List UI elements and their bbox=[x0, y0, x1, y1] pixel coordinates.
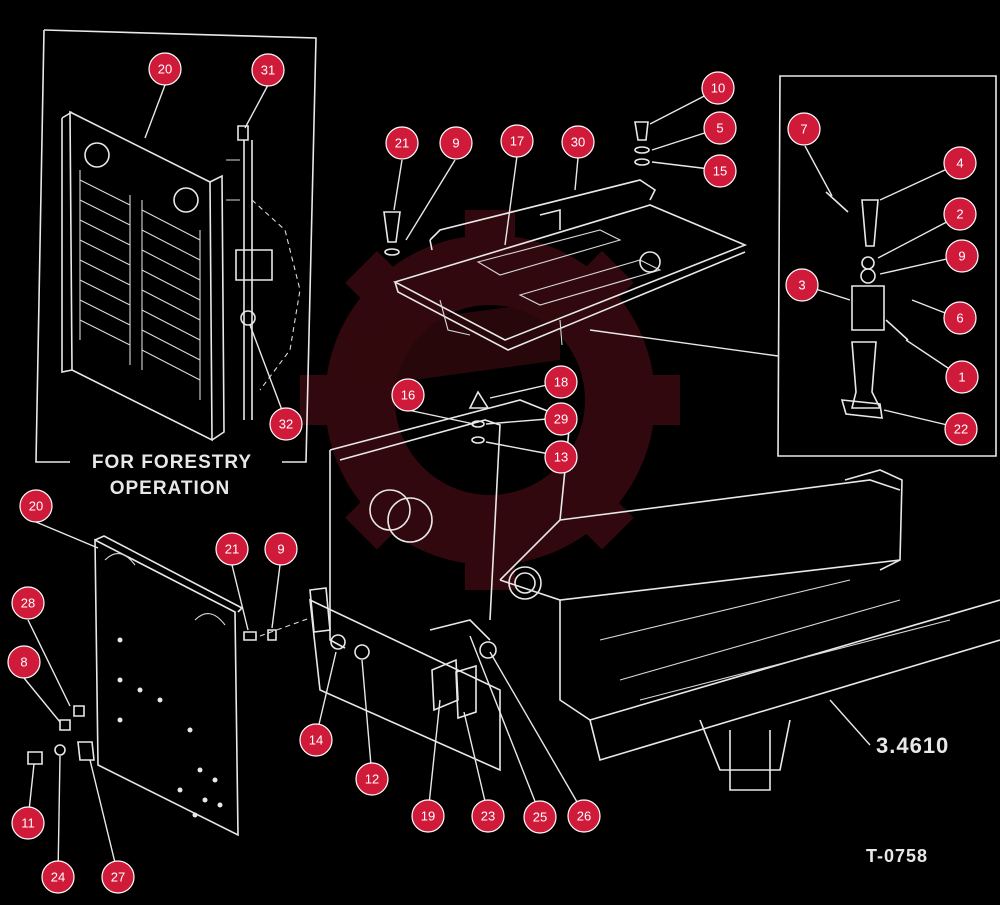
svg-text:20: 20 bbox=[158, 62, 172, 77]
callout-20-panel[interactable]: 20 bbox=[19, 489, 53, 523]
callout-4[interactable]: 4 bbox=[943, 146, 977, 180]
upper-plate-assembly bbox=[383, 121, 779, 357]
svg-text:31: 31 bbox=[261, 63, 275, 78]
svg-text:15: 15 bbox=[713, 164, 727, 179]
callout-27[interactable]: 27 bbox=[101, 860, 135, 894]
callout-32[interactable]: 32 bbox=[269, 407, 303, 441]
callout-7[interactable]: 7 bbox=[787, 112, 821, 146]
svg-text:9: 9 bbox=[277, 542, 284, 557]
svg-text:24: 24 bbox=[51, 870, 65, 885]
svg-text:5: 5 bbox=[716, 121, 723, 136]
callout-23[interactable]: 23 bbox=[471, 799, 505, 833]
callout-18[interactable]: 18 bbox=[544, 365, 578, 399]
svg-text:9: 9 bbox=[958, 249, 965, 264]
forestry-caption-line1: FOR FORESTRY bbox=[92, 452, 252, 473]
svg-text:7: 7 bbox=[800, 122, 807, 137]
svg-text:12: 12 bbox=[365, 772, 379, 787]
svg-text:18: 18 bbox=[554, 375, 568, 390]
svg-text:3: 3 bbox=[798, 278, 805, 293]
callout-6[interactable]: 6 bbox=[943, 301, 977, 335]
callout-3[interactable]: 3 bbox=[785, 268, 819, 302]
svg-text:27: 27 bbox=[111, 870, 125, 885]
drawing-number-label: T-0758 bbox=[866, 846, 928, 866]
figure-reference-label: 3.4610 bbox=[876, 733, 949, 758]
callout-16[interactable]: 16 bbox=[391, 378, 425, 412]
svg-text:23: 23 bbox=[481, 809, 495, 824]
svg-text:4: 4 bbox=[956, 156, 963, 171]
svg-text:19: 19 bbox=[421, 809, 435, 824]
svg-text:8: 8 bbox=[20, 655, 27, 670]
svg-text:25: 25 bbox=[533, 810, 547, 825]
callout-2[interactable]: 2 bbox=[943, 197, 977, 231]
side-panel bbox=[27, 535, 311, 837]
callout-29[interactable]: 29 bbox=[544, 402, 578, 436]
callout-21-top[interactable]: 21 bbox=[385, 126, 419, 160]
callout-28[interactable]: 28 bbox=[11, 586, 45, 620]
svg-text:10: 10 bbox=[711, 81, 725, 96]
callout-25[interactable]: 25 bbox=[523, 800, 557, 834]
svg-text:2: 2 bbox=[956, 207, 963, 222]
watermark-gear-icon bbox=[300, 210, 680, 590]
svg-text:9: 9 bbox=[452, 136, 459, 151]
callout-30[interactable]: 30 bbox=[561, 125, 595, 159]
svg-text:20: 20 bbox=[29, 499, 43, 514]
callout-21-panel[interactable]: 21 bbox=[215, 532, 249, 566]
callout-11[interactable]: 11 bbox=[11, 806, 45, 840]
svg-text:21: 21 bbox=[225, 542, 239, 557]
svg-text:11: 11 bbox=[21, 816, 35, 831]
callout-17[interactable]: 17 bbox=[500, 124, 534, 158]
svg-text:30: 30 bbox=[571, 135, 585, 150]
callout-8[interactable]: 8 bbox=[7, 645, 41, 679]
svg-text:32: 32 bbox=[279, 417, 293, 432]
pin-assembly-inset bbox=[777, 75, 997, 457]
callout-13[interactable]: 13 bbox=[544, 440, 578, 474]
callout-9-panel[interactable]: 9 bbox=[264, 532, 298, 566]
forestry-inset-frame bbox=[35, 29, 317, 463]
callout-9-inset[interactable]: 9 bbox=[945, 239, 979, 273]
svg-text:13: 13 bbox=[554, 450, 568, 465]
callout-20-top[interactable]: 20 bbox=[148, 52, 182, 86]
callout-12[interactable]: 12 bbox=[355, 762, 389, 796]
svg-text:21: 21 bbox=[395, 136, 409, 151]
callout-10[interactable]: 10 bbox=[701, 71, 735, 105]
callout-14[interactable]: 14 bbox=[299, 723, 333, 757]
callout-24[interactable]: 24 bbox=[41, 860, 75, 894]
svg-text:26: 26 bbox=[577, 809, 591, 824]
svg-text:14: 14 bbox=[309, 733, 323, 748]
forestry-caption-line2: OPERATION bbox=[110, 478, 231, 499]
main-chassis-frame bbox=[309, 399, 1000, 791]
svg-text:22: 22 bbox=[954, 422, 968, 437]
callout-19[interactable]: 19 bbox=[411, 799, 445, 833]
callout-5[interactable]: 5 bbox=[703, 111, 737, 145]
callout-22[interactable]: 22 bbox=[944, 412, 978, 446]
svg-text:17: 17 bbox=[510, 134, 524, 149]
callout-9-top[interactable]: 9 bbox=[439, 126, 473, 160]
svg-text:6: 6 bbox=[956, 311, 963, 326]
callout-1[interactable]: 1 bbox=[945, 360, 979, 394]
svg-text:28: 28 bbox=[21, 596, 35, 611]
svg-text:16: 16 bbox=[401, 388, 415, 403]
callout-31[interactable]: 31 bbox=[251, 53, 285, 87]
callout-26[interactable]: 26 bbox=[567, 799, 601, 833]
svg-text:1: 1 bbox=[958, 370, 965, 385]
svg-text:29: 29 bbox=[554, 412, 568, 427]
callout-15[interactable]: 15 bbox=[703, 154, 737, 188]
